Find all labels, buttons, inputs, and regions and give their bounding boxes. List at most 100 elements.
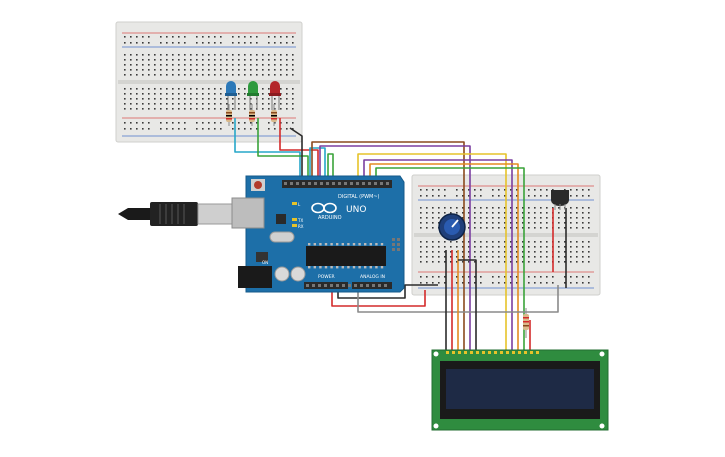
hole: [480, 212, 482, 214]
hole: [202, 103, 204, 105]
led-red[interactable]: [269, 81, 281, 110]
hole: [486, 251, 488, 253]
hole: [348, 284, 351, 287]
hole: [286, 128, 288, 130]
hole: [444, 282, 446, 284]
hole: [178, 42, 180, 44]
hole: [397, 238, 400, 241]
arduino-uno-board[interactable]: DIGITAL (PWM~) UNO ARDUINO TX RX L POWER…: [231, 175, 405, 293]
hole: [432, 212, 434, 214]
wire-green-2[interactable]: [327, 153, 334, 178]
resistor[interactable]: [249, 104, 255, 126]
wire-cyan-led[interactable]: [234, 118, 301, 178]
hole: [136, 103, 138, 105]
hole: [558, 241, 560, 243]
hole: [274, 103, 276, 105]
hole: [172, 98, 174, 100]
hole: [292, 42, 294, 44]
wire-orange-lcd[interactable]: [369, 163, 519, 352]
hole: [124, 98, 126, 100]
breadboard-top[interactable]: [115, 21, 303, 143]
hole: [142, 36, 144, 38]
hole: [226, 54, 228, 56]
hole: [516, 261, 518, 263]
hole: [262, 93, 264, 95]
hole: [208, 42, 210, 44]
hole: [202, 88, 204, 90]
hole: [492, 256, 494, 258]
lcd-display[interactable]: [431, 349, 609, 431]
hole: [286, 122, 288, 124]
resistor-backlight[interactable]: [523, 308, 529, 338]
wire-green-lcd[interactable]: [375, 167, 525, 352]
hole: [172, 42, 174, 44]
hole: [238, 54, 240, 56]
hole: [528, 195, 530, 197]
hole: [464, 351, 467, 354]
wire-black-lcd-gnd[interactable]: [458, 259, 477, 352]
hole: [420, 241, 422, 243]
hole: [250, 69, 252, 71]
hole: [142, 54, 144, 56]
hole: [534, 212, 536, 214]
hole: [202, 36, 204, 38]
led-green[interactable]: [247, 81, 259, 110]
hole: [324, 266, 328, 269]
hole: [582, 195, 584, 197]
temperature-sensor[interactable]: [551, 190, 569, 210]
hole: [250, 36, 252, 38]
hole: [202, 69, 204, 71]
hole: [214, 88, 216, 90]
wire-red-5v[interactable]: [331, 284, 426, 307]
hole: [474, 212, 476, 214]
hole: [456, 189, 458, 191]
hole: [124, 128, 126, 130]
resistor[interactable]: [271, 104, 277, 126]
hole: [160, 59, 162, 61]
wire-brown-lcd[interactable]: [311, 141, 465, 352]
wire-purple-lcd-2[interactable]: [363, 159, 513, 352]
led-blue[interactable]: [225, 81, 237, 110]
hole: [528, 256, 530, 258]
hole: [564, 251, 566, 253]
hole: [534, 241, 536, 243]
wire-green-led[interactable]: [257, 118, 309, 178]
hole: [378, 284, 381, 287]
hole: [160, 98, 162, 100]
hole: [166, 108, 168, 110]
hole: [274, 54, 276, 56]
hole: [558, 261, 560, 263]
resistor[interactable]: [226, 104, 232, 126]
hole: [250, 122, 252, 124]
hole: [284, 182, 287, 185]
hole: [500, 351, 503, 354]
wire-yellow-lcd[interactable]: [357, 153, 507, 352]
hole: [244, 36, 246, 38]
hole: [172, 59, 174, 61]
wire-cyan-2[interactable]: [309, 147, 326, 178]
hole: [540, 195, 542, 197]
hole: [190, 93, 192, 95]
hole: [256, 42, 258, 44]
hole: [444, 261, 446, 263]
hole: [492, 189, 494, 191]
hole: [292, 54, 294, 56]
hole: [498, 256, 500, 258]
wire-black-gnd-2[interactable]: [337, 284, 438, 299]
hole: [450, 261, 452, 263]
hole: [468, 212, 470, 214]
potentiometer[interactable]: [438, 213, 466, 241]
hole: [516, 222, 518, 224]
usb-cable[interactable]: [118, 202, 233, 226]
hole: [214, 42, 216, 44]
wire-purple-lcd[interactable]: [319, 145, 471, 352]
hole: [250, 103, 252, 105]
hole: [420, 251, 422, 253]
hole: [450, 246, 452, 248]
wire-red-led[interactable]: [279, 118, 319, 178]
wire-black-gnd[interactable]: [289, 127, 303, 178]
hole: [486, 256, 488, 258]
hole: [582, 217, 584, 219]
hole: [130, 122, 132, 124]
